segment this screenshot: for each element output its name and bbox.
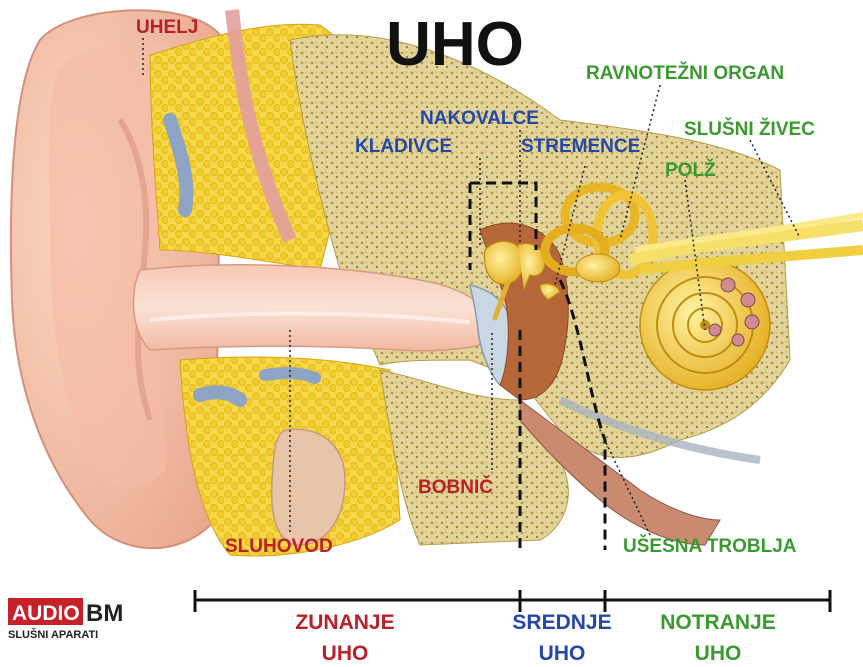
logo-subtitle: SLUŠNI APARATI [8,628,98,641]
label-uhelj: UHELJ [136,17,198,38]
section-outer-line2: UHO [322,642,369,665]
label-ravnotezni-organ: RAVNOTEŽNI ORGAN [586,62,784,84]
logo-brand-right: BM [86,600,123,627]
label-polz: POLŽ [665,159,716,181]
label-kladivce: KLADIVCE [355,136,452,157]
label-usesna-troblja: UŠESNA TROBLJA [623,535,797,557]
audiobm-logo: AUDIO BM SLUŠNI APARATI [8,598,123,641]
section-inner-line1: NOTRANJE [660,611,776,634]
label-nakovalce: NAKOVALCE [420,108,539,129]
label-sluhovod: SLUHOVOD [225,536,333,557]
label-bobnic: BOBNIČ [418,476,493,498]
label-slusni-zivec: SLUŠNI ŽIVEC [684,118,815,140]
section-outer-line1: ZUNANJE [295,611,394,634]
section-middle-line1: SREDNJE [512,611,611,634]
label-stremence: STREMENCE [521,136,640,157]
section-ruler [195,590,830,612]
section-inner-line2: UHO [695,642,742,665]
section-middle-line2: UHO [539,642,586,665]
logo-brand-left: AUDIO [12,602,80,625]
page-title: UHO [386,10,524,79]
